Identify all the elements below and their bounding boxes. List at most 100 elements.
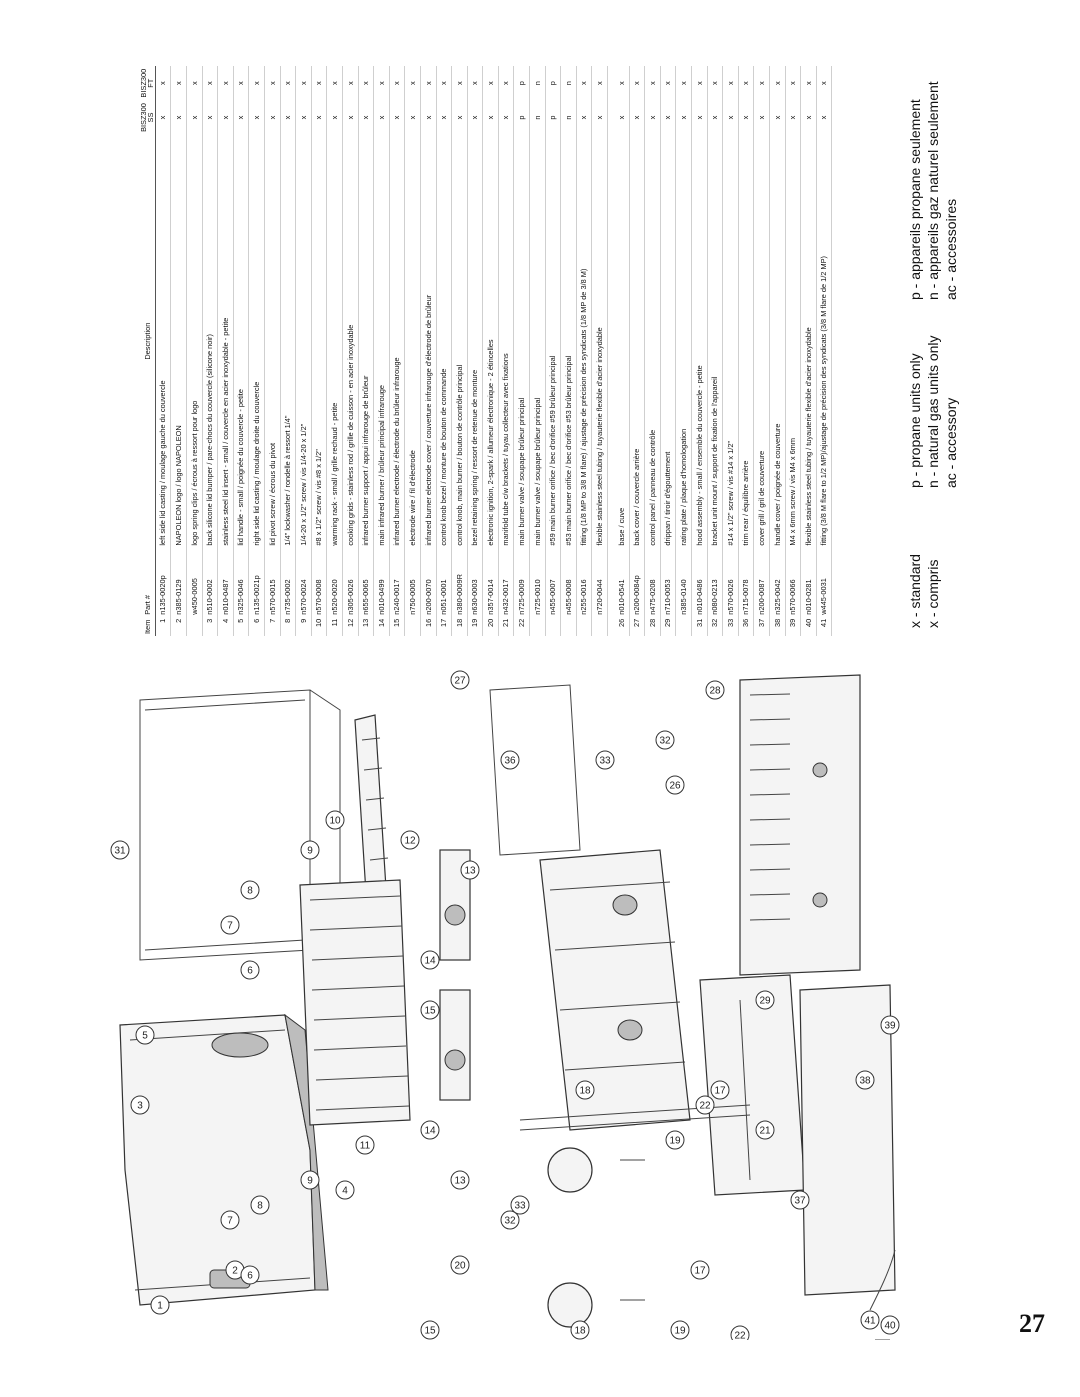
ss-column-cell: x	[233, 100, 249, 135]
item-cell: 14	[373, 616, 390, 636]
callout-circle	[705, 680, 725, 700]
callout-number: 37	[794, 1196, 806, 1207]
part-number-cell: n715-0078	[738, 547, 754, 617]
ss-column-cell: x	[816, 100, 832, 135]
description-cell: electronic ignition, 2-spark / allumeur …	[482, 134, 499, 548]
ft-column-cell: x	[186, 66, 203, 101]
ss-column-cell: x	[326, 100, 343, 135]
ft-column-cell: x	[358, 66, 374, 101]
ss-column-cell: x	[389, 100, 405, 135]
part-number-cell: n200-0087	[753, 547, 770, 617]
callout-circle	[400, 830, 420, 850]
ft-column-cell: x	[707, 66, 723, 101]
ft-column-cell: p	[513, 66, 530, 101]
callout-circle	[355, 1135, 375, 1155]
ft-column-cell: x	[467, 66, 483, 101]
callout-number: 8	[257, 1201, 263, 1212]
description-cell: #8 x 1/2" screw / vis #8 x 1/2"	[311, 134, 327, 548]
part-number-cell: w450-0005	[186, 547, 203, 617]
callout-number: 6	[247, 1271, 253, 1282]
description-cell: hood assembly - small / ensemble du couv…	[691, 134, 708, 548]
callout-circle	[420, 950, 440, 970]
legend-accessory-en: ac - accessory	[943, 397, 959, 488]
description-cell: electrode wire / fil d'électrode	[404, 134, 421, 548]
callout-number: 13	[454, 1176, 466, 1187]
item-cell: 20	[482, 616, 499, 636]
header-item: Item	[140, 616, 156, 636]
ss-column-cell: x	[707, 100, 723, 135]
description-cell: flexible stainless steel tubing / tuyaut…	[591, 134, 608, 548]
item-cell: 13	[358, 616, 374, 636]
part-number-cell: n135-0021p	[248, 547, 265, 617]
part-number-cell: n455-0008	[560, 547, 577, 617]
ft-column-cell: x	[675, 66, 692, 101]
ft-column-cell: x	[482, 66, 499, 101]
callout-circle	[665, 1130, 685, 1150]
ft-column-cell: n	[560, 66, 577, 101]
cooking-grids	[299, 879, 411, 1126]
description-cell: right side lid casting / moulage droite …	[248, 134, 265, 548]
item-cell: 28	[644, 616, 661, 636]
description-cell: bracket unit mount / support de fixation…	[707, 134, 723, 548]
ss-column-cell: x	[738, 100, 754, 135]
ss-column-cell: x	[155, 100, 171, 135]
callout-circle	[500, 1210, 520, 1230]
ss-column-cell: x	[404, 100, 421, 135]
item-cell: 31	[691, 616, 708, 636]
ss-column-cell: x	[769, 100, 786, 135]
item-cell: 19	[467, 616, 483, 636]
description-cell: manifold tube c/w brackets / tuyau colle…	[498, 134, 514, 548]
callout-circle	[250, 1195, 270, 1215]
header-col1-sub: SS	[146, 112, 156, 123]
callout-number: 14	[424, 956, 436, 967]
description-cell: infrared burner support / appui infrarou…	[358, 134, 374, 548]
part-number-cell: n570-0015	[264, 547, 281, 617]
callout-number: 22	[734, 1331, 746, 1341]
callout-number: 6	[247, 966, 253, 977]
item-cell	[545, 616, 561, 636]
callout-circle	[755, 990, 775, 1010]
ss-column-cell: x	[186, 100, 203, 135]
ft-column-cell: x	[248, 66, 265, 101]
infrared-burners	[439, 849, 471, 1101]
part-number-cell: n630-0003	[467, 547, 483, 617]
page-number: 27	[1019, 1309, 1045, 1338]
item-cell: 17	[436, 616, 452, 636]
part-number-cell: n357-0014	[482, 547, 499, 617]
callout-number: 5	[142, 1031, 148, 1042]
part-number-cell: n305-0026	[342, 547, 359, 617]
callout-circle	[420, 1320, 440, 1340]
callout-circle	[300, 840, 320, 860]
description-cell: flexible stainless steel tubing / tuyaut…	[800, 134, 817, 548]
description-cell: main burner valve / soupape brûleur prin…	[513, 134, 530, 548]
item-cell: 27	[629, 616, 645, 636]
callout-circle	[595, 750, 615, 770]
legend-accessory-fr: ac - accessoires	[943, 198, 959, 300]
legend-natural-fr: n - appareils gaz naturel seulement	[925, 81, 941, 300]
part-number-cell: n510-0002	[202, 547, 218, 617]
description-cell: stainless steel lid insert - small / cou…	[217, 134, 234, 548]
callout-number: 39	[884, 1021, 896, 1032]
ss-column-cell: n	[560, 100, 577, 135]
ss-column-cell: x	[467, 100, 483, 135]
description-cell: M4 x 6mm screw / vis M4 x 6mm	[785, 134, 801, 548]
ft-column-cell: x	[373, 66, 390, 101]
ft-column-cell: x	[498, 66, 514, 101]
callout-number: 18	[579, 1086, 591, 1097]
item-cell: 18	[451, 616, 468, 636]
description-cell: warming rack - small / grille rechaud - …	[326, 134, 343, 548]
